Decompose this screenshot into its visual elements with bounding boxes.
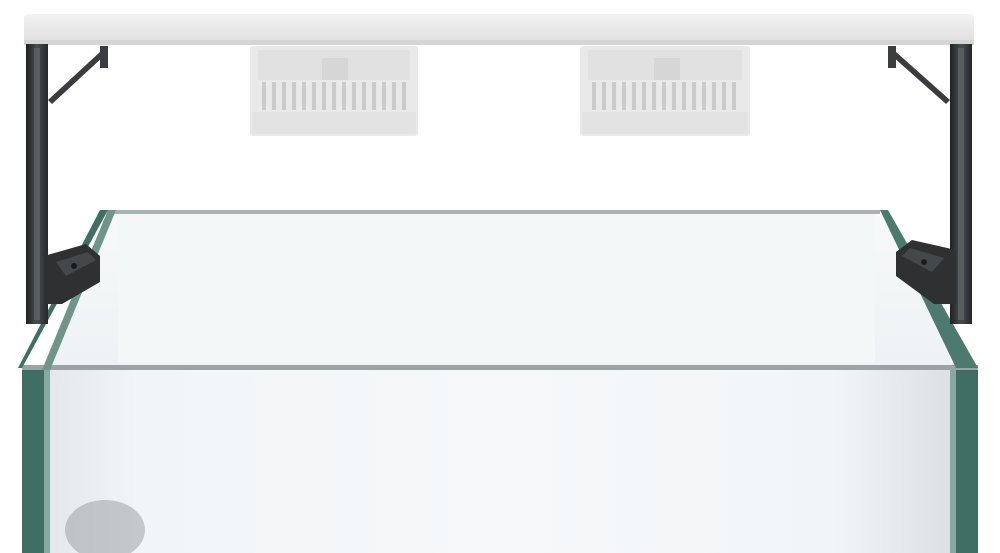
aquarium-front-glass (18, 210, 978, 553)
mount-bracket-right (888, 44, 972, 324)
mount-bracket-left (26, 44, 108, 324)
aquarium-back (42, 210, 955, 368)
led-module-left (250, 46, 418, 136)
light-bar (24, 14, 974, 45)
led-module-right (580, 46, 750, 136)
